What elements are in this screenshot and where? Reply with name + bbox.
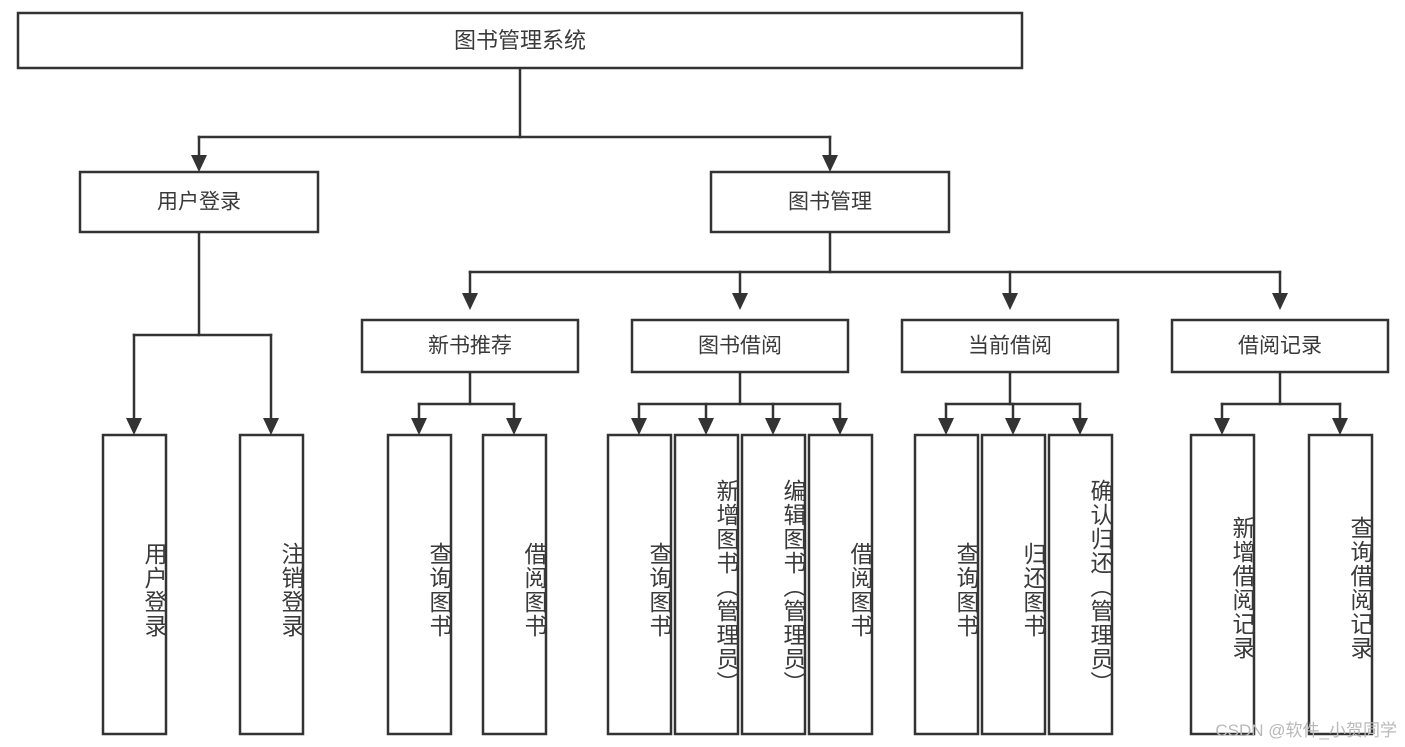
arrowhead-leaf-user-login xyxy=(126,418,142,435)
arrowhead-currentborrow-leaf-3 xyxy=(1072,418,1088,435)
leaf-box-logout[interactable] xyxy=(238,433,305,736)
arrowhead-bookborrow-leaf-4 xyxy=(832,418,848,435)
arrowhead-currentborrow-leaf-1 xyxy=(938,418,954,435)
arrowhead-borrow-record xyxy=(1272,293,1288,310)
arrowhead-new-book xyxy=(462,293,478,310)
leaf-box-edit-book[interactable] xyxy=(740,433,807,736)
node-root-box[interactable] xyxy=(16,11,1024,70)
node-borrow-record[interactable]: 借阅记录 xyxy=(1170,318,1390,374)
leaf-box-confirm-return[interactable] xyxy=(1047,433,1114,736)
arrowhead-current-borrow xyxy=(1002,293,1018,310)
leaf-box-user-login[interactable] xyxy=(101,433,168,736)
node-user-login-label: 用户登录 xyxy=(157,191,241,214)
arrowhead-borrowrecord-leaf-2 xyxy=(1332,418,1348,435)
node-borrow-record-box[interactable] xyxy=(1170,318,1390,374)
leaf-boxes-layer[interactable] xyxy=(101,433,1374,736)
node-root[interactable]: 图书管理系统 xyxy=(16,11,1024,70)
leaf-box-borrow-book-1[interactable] xyxy=(481,433,548,736)
arrowhead-borrowrecord-leaf-1 xyxy=(1214,418,1230,435)
leaf-box-add-record[interactable] xyxy=(1189,433,1256,736)
leaf-box-query-record[interactable] xyxy=(1307,433,1374,736)
node-user-login[interactable]: 用户登录 xyxy=(78,170,320,234)
node-current-borrow[interactable]: 当前借阅 xyxy=(900,318,1120,374)
node-current-borrow-label: 当前借阅 xyxy=(968,335,1052,358)
arrowhead-currentborrow-leaf-2 xyxy=(1005,418,1021,435)
connector-layer xyxy=(126,66,1348,435)
node-current-borrow-box[interactable] xyxy=(900,318,1120,374)
arrowhead-book-borrow xyxy=(732,293,748,310)
node-new-book-recommend-label: 新书推荐 xyxy=(428,335,512,358)
arrowhead-book-manage xyxy=(822,155,838,172)
watermark-text: CSDN @软件_小贺同学 xyxy=(1215,721,1397,740)
leaf-box-borrow-book-2[interactable] xyxy=(807,433,874,736)
arrowhead-newbook-leaf-1 xyxy=(411,418,427,435)
node-new-book-recommend-box[interactable] xyxy=(360,318,580,374)
node-book-manage-box[interactable] xyxy=(709,170,951,234)
arrowhead-bookborrow-leaf-2 xyxy=(698,418,714,435)
arrowhead-user-login xyxy=(191,155,207,172)
arrowhead-newbook-leaf-2 xyxy=(506,418,522,435)
node-book-manage[interactable]: 图书管理 xyxy=(709,170,951,234)
node-book-borrow[interactable]: 图书借阅 xyxy=(630,318,850,374)
node-book-borrow-box[interactable] xyxy=(630,318,850,374)
node-book-borrow-label: 图书借阅 xyxy=(698,335,782,358)
node-borrow-record-label: 借阅记录 xyxy=(1238,335,1322,358)
arrowhead-leaf-logout xyxy=(263,418,279,435)
arrowhead-bookborrow-leaf-3 xyxy=(765,418,781,435)
node-new-book-recommend[interactable]: 新书推荐 xyxy=(360,318,580,374)
leaf-box-add-book[interactable] xyxy=(673,433,740,736)
arrowhead-bookborrow-leaf-1 xyxy=(631,418,647,435)
leaf-box-query-book-1[interactable] xyxy=(386,433,453,736)
node-root-label: 图书管理系统 xyxy=(454,28,586,53)
leaf-box-query-book-2[interactable] xyxy=(606,433,673,736)
node-user-login-box[interactable] xyxy=(78,170,320,234)
leaf-box-return-book[interactable] xyxy=(980,433,1047,736)
node-book-manage-label: 图书管理 xyxy=(788,191,872,214)
leaf-box-query-book-3[interactable] xyxy=(913,433,980,736)
